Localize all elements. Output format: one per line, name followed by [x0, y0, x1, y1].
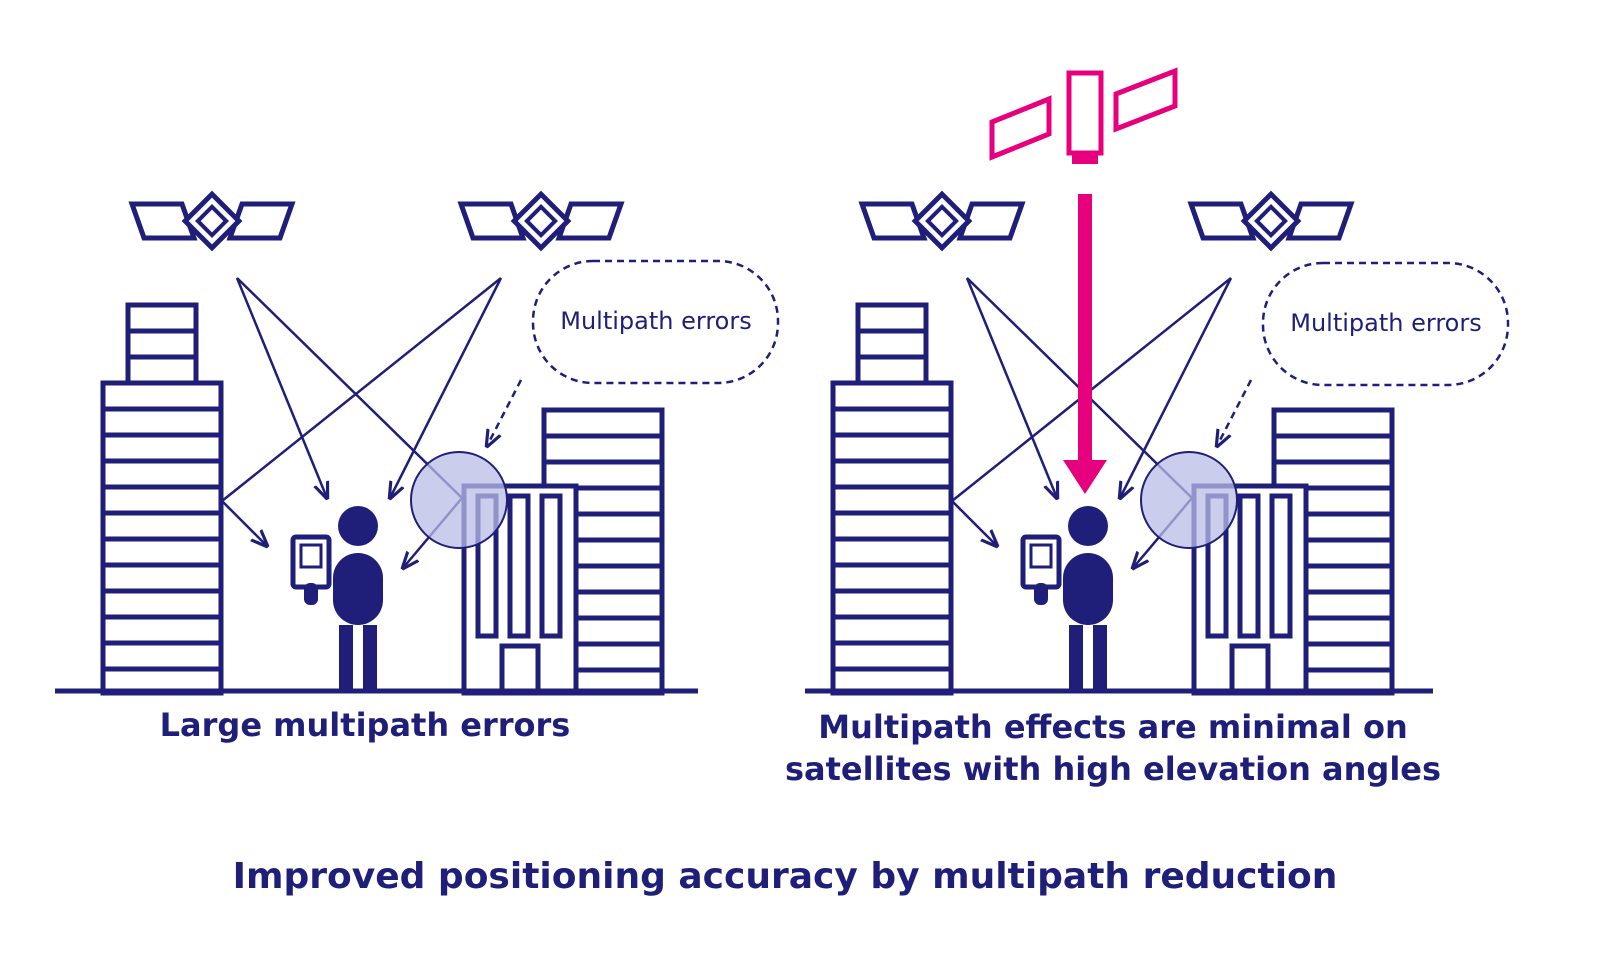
satellite-icon: [1191, 194, 1351, 248]
satellite-icon: [461, 194, 621, 248]
direct-signal-arrow: [1063, 194, 1107, 494]
person-with-receiver-icon: [1023, 506, 1113, 693]
reflection-highlight: [410, 451, 508, 549]
tall-building-icon: [833, 305, 951, 693]
satellite-icon: [862, 194, 1022, 248]
left-scene: Multipath errors Large multipath errors: [55, 194, 780, 744]
office-buildings-icon: [464, 410, 662, 693]
callout-label: Multipath errors: [560, 307, 751, 335]
reflection-highlight: [1140, 451, 1238, 549]
right-caption-line-2: satellites with high elevation angles: [785, 750, 1441, 788]
callout-bubble: Multipath errors: [531, 259, 780, 385]
office-buildings-icon: [1194, 410, 1392, 693]
high-elevation-satellite-icon: [989, 67, 1178, 164]
callout-bubble: Multipath errors: [1261, 261, 1510, 387]
right-scene: Multipath errors Multipath effects are m…: [785, 67, 1510, 788]
left-caption: Large multipath errors: [160, 706, 571, 744]
person-with-receiver-icon: [293, 506, 383, 693]
satellite-icon: [132, 194, 292, 248]
footer-title: Improved positioning accuracy by multipa…: [233, 856, 1338, 897]
tall-building-icon: [103, 305, 221, 693]
callout-label: Multipath errors: [1290, 309, 1481, 337]
right-caption-line-1: Multipath effects are minimal on: [818, 708, 1407, 746]
